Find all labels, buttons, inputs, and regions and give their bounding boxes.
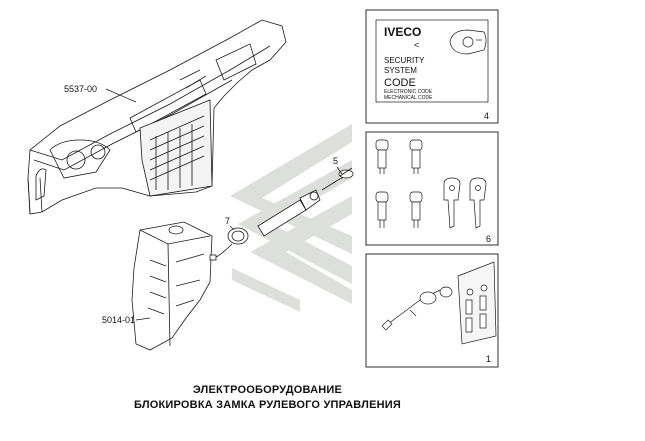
key-icons: [443, 177, 487, 229]
box-6-index: 6: [486, 234, 491, 244]
box-1-lock-kit: 1: [365, 253, 499, 368]
dashboard-drawing: [27, 19, 287, 215]
card-arrow-icon: <: [414, 40, 419, 50]
card-code: CODE: [384, 77, 416, 89]
lock-cylinder-icons: [375, 139, 423, 228]
watermark-logo: [230, 124, 352, 312]
card-security: SECURITY: [384, 56, 425, 65]
label-column-cover: 5014-01: [102, 315, 135, 325]
card-electronic-code: ELECTRONIC CODE: [384, 89, 433, 95]
card-logo: IVECO: [384, 25, 421, 39]
callout-5: 5: [333, 156, 338, 166]
leader-callout-5: [336, 166, 343, 175]
card-system: SYSTEM: [384, 66, 417, 75]
card-mechanical-code: MECHANICAL CODE: [384, 95, 433, 101]
ignition-parts-drawing: [209, 167, 354, 261]
box-6-cylinders-keys: 6: [365, 131, 499, 246]
column-cover-drawing: [131, 221, 213, 351]
leader-column-cover: [135, 317, 151, 321]
caption-subtitle: БЛОКИРОВКА ЗАМКА РУЛЕВОГО УПРАВЛЕНИЯ: [134, 399, 401, 411]
caption-title: ЭЛЕКТРООБОРУДОВАНИЕ: [192, 384, 343, 396]
callout-7: 7: [225, 216, 230, 226]
box-4-index: 4: [484, 111, 489, 121]
box-4-security-card: IVECO < SECURITY SYSTEM CODE ELECTRONIC …: [365, 9, 499, 124]
lock-kit-drawing: [381, 261, 497, 345]
label-dashboard: 5537-00: [64, 84, 97, 94]
leader-dashboard: [105, 88, 137, 103]
leader-callout-7: [229, 225, 235, 231]
key-fob-icon: [449, 29, 487, 55]
box-1-index: 1: [486, 354, 491, 364]
